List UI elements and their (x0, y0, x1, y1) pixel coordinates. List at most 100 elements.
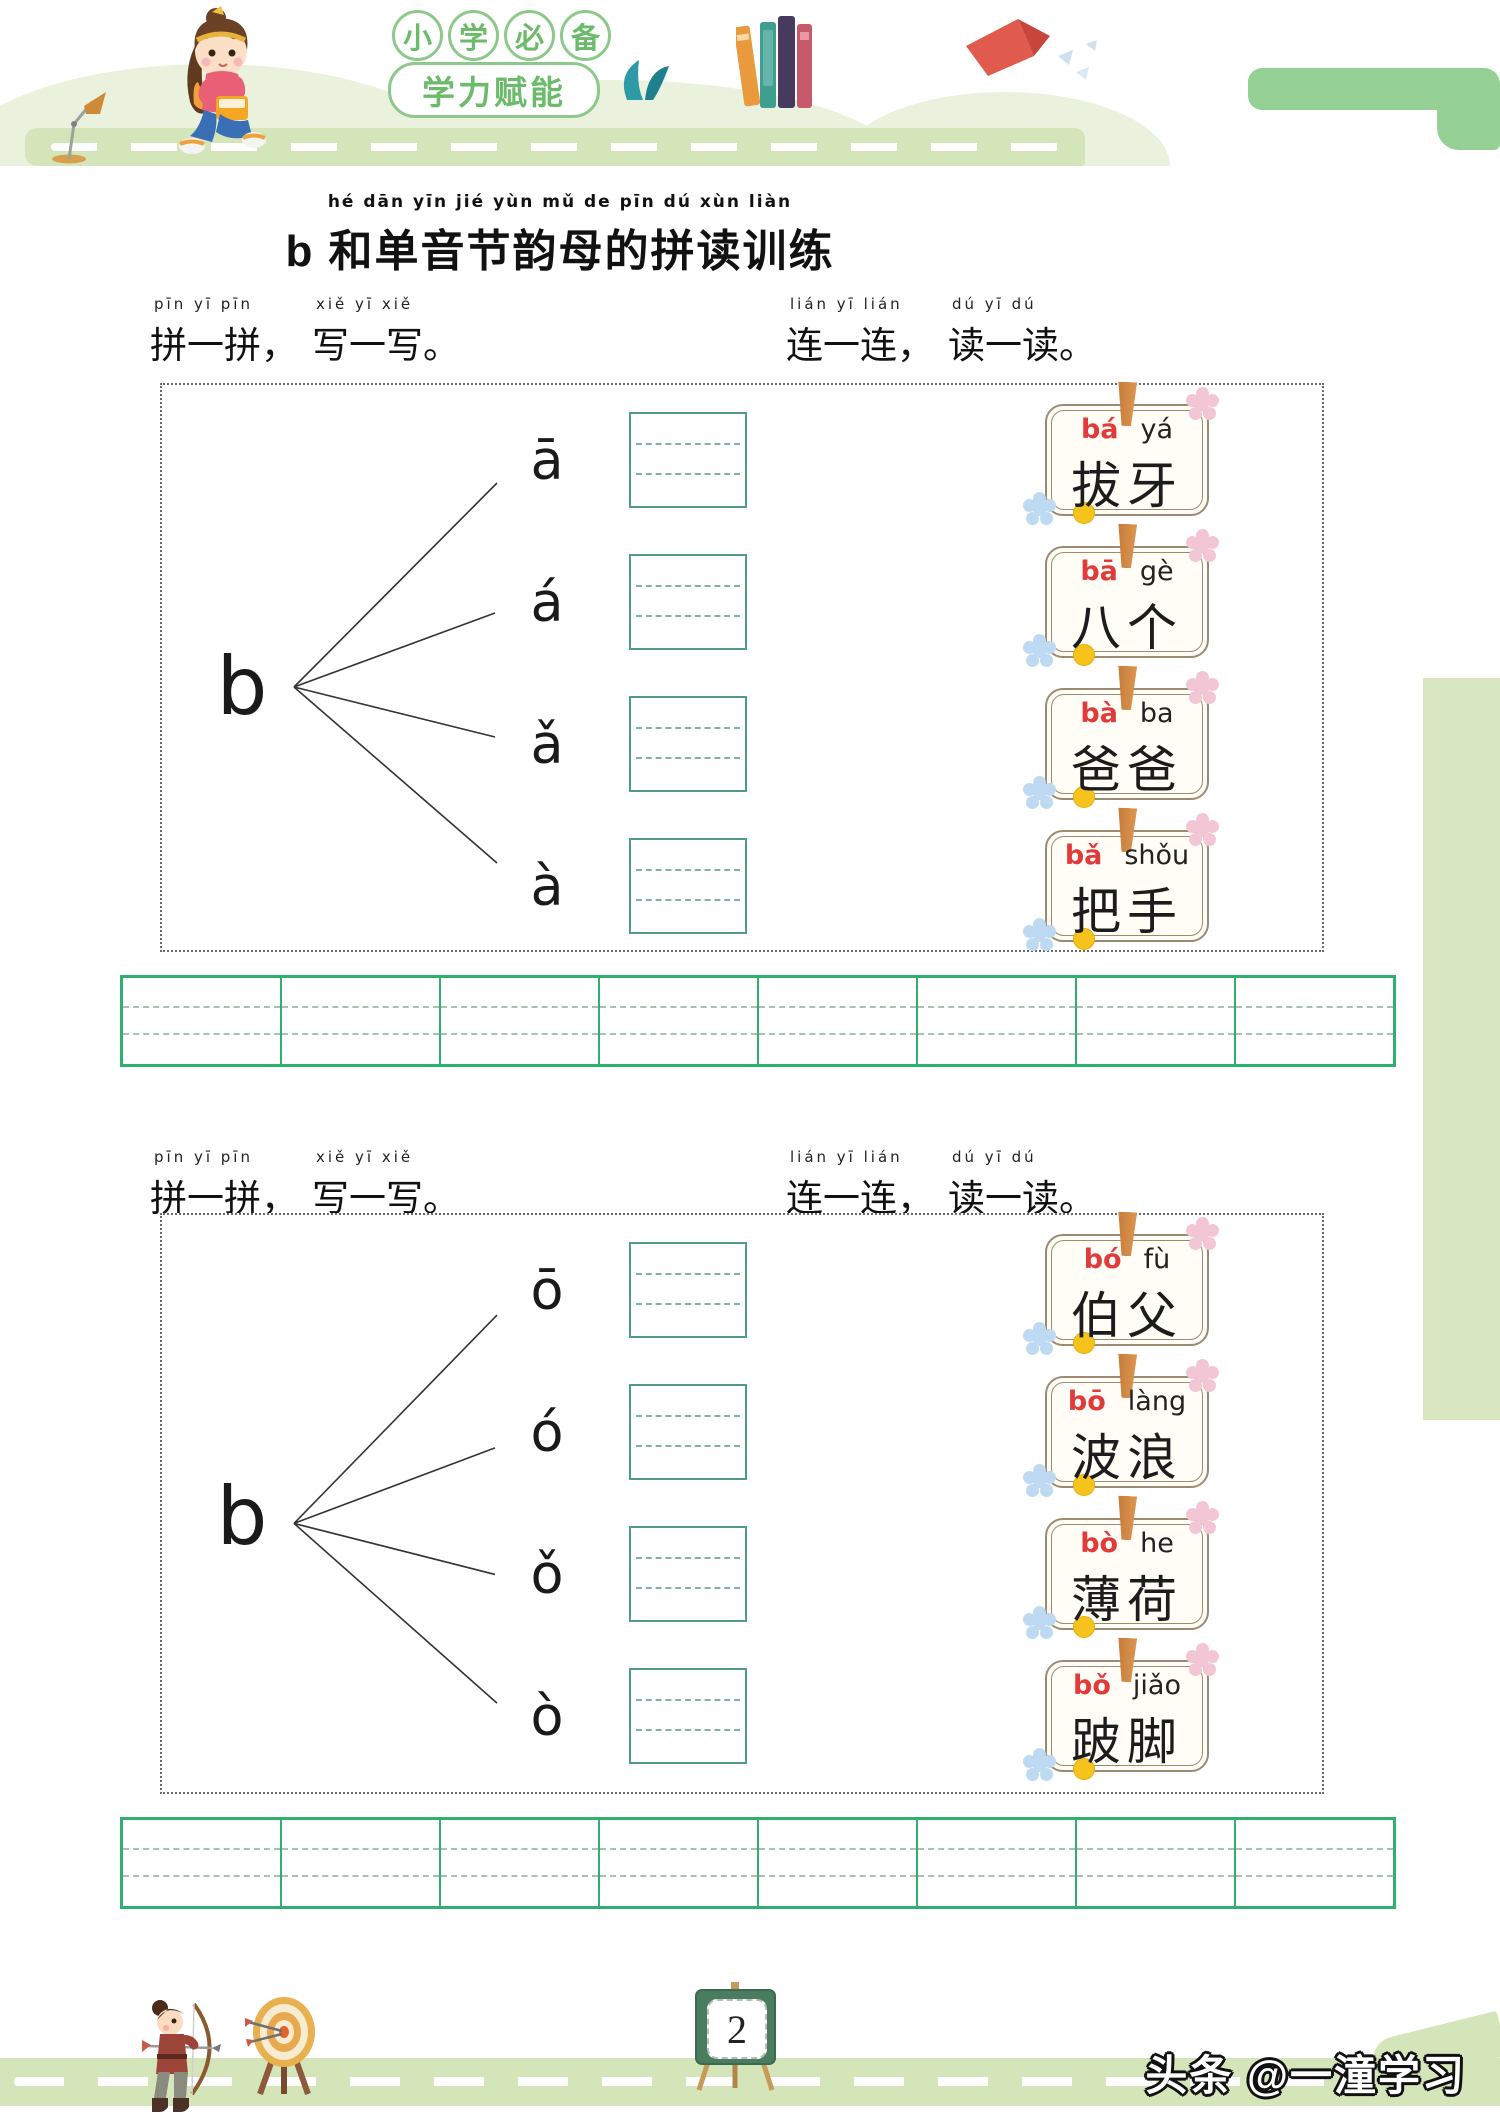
flower-icon (1033, 929, 1046, 942)
badge-char: 必 (504, 10, 555, 61)
card-pinyin: bò he (1047, 1528, 1207, 1559)
initial-letter: b (216, 640, 268, 733)
badge-primary-school-essential: 小 学 必 备 (392, 10, 611, 61)
card-pinyin-red: bò (1080, 1528, 1119, 1559)
page-number-board: 2 (688, 1982, 783, 2092)
instruction-pinyin: pīn yī pīn (154, 295, 253, 313)
word-card[interactable]: bó fù 伯父 (1033, 1234, 1209, 1354)
card-pinyin: bō làng (1047, 1386, 1207, 1417)
exercise-box-2: b ō bó fù 伯父 ó (160, 1213, 1324, 1794)
card-pinyin-black: he (1140, 1528, 1174, 1559)
exercise-row: á bā gè 八个 (162, 532, 1322, 672)
instruction-spell-write: pīn yī pīn 拼一拼， xiě yī xiě 写一写。 (150, 295, 464, 369)
flower-icon (1033, 1475, 1046, 1488)
word-card[interactable]: bā gè 八个 (1033, 546, 1209, 666)
final-with-tone: à (530, 854, 564, 918)
card-pinyin: bá yá (1047, 414, 1207, 445)
card-pinyin-red: bà (1080, 698, 1118, 729)
word-card[interactable]: bō làng 波浪 (1033, 1376, 1209, 1496)
instruction-text: 连一连， (786, 326, 934, 367)
instruction-phrase: xiě yī xiě 写一写。 (312, 295, 460, 369)
writing-box[interactable] (629, 1384, 747, 1480)
word-card[interactable]: bò he 薄荷 (1033, 1518, 1209, 1638)
exercise-row: ǒ bò he 薄荷 (162, 1504, 1322, 1644)
instruction-phrase: pīn yī pīn 拼一拼， (150, 295, 298, 369)
writing-practice-strip[interactable] (120, 975, 1396, 1067)
instruction-phrase: lián yī lián 连一连， (786, 1148, 934, 1222)
card-pinyin-red: bá (1080, 414, 1119, 445)
instruction-spell-write: pīn yī pīn 拼一拼， xiě yī xiě 写一写。 (150, 1148, 464, 1222)
instruction-text: 拼一拼， (150, 326, 298, 367)
instruction-phrase: xiě yī xiě 写一写。 (312, 1148, 460, 1222)
badge-char: 小 (392, 10, 443, 61)
flower-icon (1033, 645, 1046, 658)
writing-box[interactable] (629, 1242, 747, 1338)
instruction-pinyin: lián yī lián (790, 1148, 903, 1166)
desk-lamp-icon (46, 84, 108, 164)
dot-icon (1073, 928, 1095, 950)
footer-road-band (0, 2058, 1500, 2106)
writing-box[interactable] (629, 412, 747, 508)
page-number: 2 (707, 1999, 767, 2059)
writing-box[interactable] (629, 1668, 747, 1764)
final-with-tone: ò (530, 1684, 564, 1748)
exercise-row: ó bō làng 波浪 (162, 1362, 1322, 1502)
card-pinyin-red: bǎ (1064, 840, 1103, 871)
card-pinyin-red: bā (1080, 556, 1118, 587)
connection-lines (293, 482, 498, 864)
instruction-phrase: dú yī dú 读一读。 (948, 295, 1096, 369)
card-pinyin: bǒ jiǎo (1047, 1670, 1207, 1701)
card-word: 伯父 (1071, 1288, 1183, 1344)
card-pinyin-red: bó (1083, 1244, 1122, 1275)
exercise-row: ō bó fù 伯父 (162, 1220, 1322, 1360)
writing-box[interactable] (629, 554, 747, 650)
instruction-text: 写一写。 (312, 326, 460, 367)
writing-box[interactable] (629, 838, 747, 934)
writing-practice-strip[interactable] (120, 1817, 1396, 1909)
exercise-row: à bǎ shǒu 把手 (162, 816, 1322, 956)
exercise-row: ā bá yá 拔牙 (162, 390, 1322, 530)
badge-char: 备 (560, 10, 611, 61)
instruction-pinyin: xiě yī xiě (316, 1148, 414, 1166)
exercise-row: ǎ bà ba 爸爸 (162, 674, 1322, 814)
instruction-phrase: lián yī lián 连一连， (786, 295, 934, 369)
badge-learning-power: 学力赋能 (388, 62, 600, 118)
card-pinyin-black: jiǎo (1132, 1670, 1181, 1701)
exercise-row: ò bǒ jiǎo 跛脚 (162, 1646, 1322, 1786)
instruction-pinyin: xiě yī xiě (316, 295, 414, 313)
word-card[interactable]: bà ba 爸爸 (1033, 688, 1209, 808)
card-word: 薄荷 (1071, 1572, 1183, 1628)
word-card[interactable]: bǎ shǒu 把手 (1033, 830, 1209, 950)
instruction-connect-read: lián yī lián 连一连， dú yī dú 读一读。 (786, 1148, 1100, 1222)
card-word: 跛脚 (1071, 1714, 1183, 1770)
card-pinyin-black: fù (1143, 1244, 1171, 1275)
final-with-tone: ó (530, 1400, 564, 1464)
instruction-pinyin: lián yī lián (790, 295, 903, 313)
archery-target-icon (244, 1994, 324, 2098)
instruction-pinyin: pīn yī pīn (154, 1148, 253, 1166)
flower-icon (1033, 503, 1046, 516)
dot-icon (1073, 786, 1095, 808)
card-pinyin-red: bǒ (1073, 1670, 1111, 1701)
writing-box[interactable] (629, 696, 747, 792)
card-pinyin: bó fù (1047, 1244, 1207, 1275)
right-side-green-bar (1423, 678, 1500, 1420)
top-right-green-tab (1248, 68, 1500, 110)
instruction-pinyin: dú yī dú (952, 295, 1037, 313)
card-pinyin-black: shǒu (1124, 840, 1190, 871)
word-card[interactable]: bá yá 拔牙 (1033, 404, 1209, 524)
books-icon (733, 14, 820, 110)
word-card[interactable]: bǒ jiǎo 跛脚 (1033, 1660, 1209, 1780)
dot-icon (1073, 1332, 1095, 1354)
watermark: 头条 @一潼学习 (1145, 2052, 1466, 2099)
writing-box[interactable] (629, 1526, 747, 1622)
card-pinyin-red: bō (1067, 1386, 1106, 1417)
flower-icon (1033, 1333, 1046, 1346)
flower-icon (1196, 682, 1209, 695)
flower-icon (1033, 1617, 1046, 1630)
final-with-tone: á (530, 570, 564, 634)
connection-lines (293, 1314, 498, 1704)
flower-icon (1196, 1370, 1209, 1383)
paper-plane-icon (956, 14, 1106, 94)
